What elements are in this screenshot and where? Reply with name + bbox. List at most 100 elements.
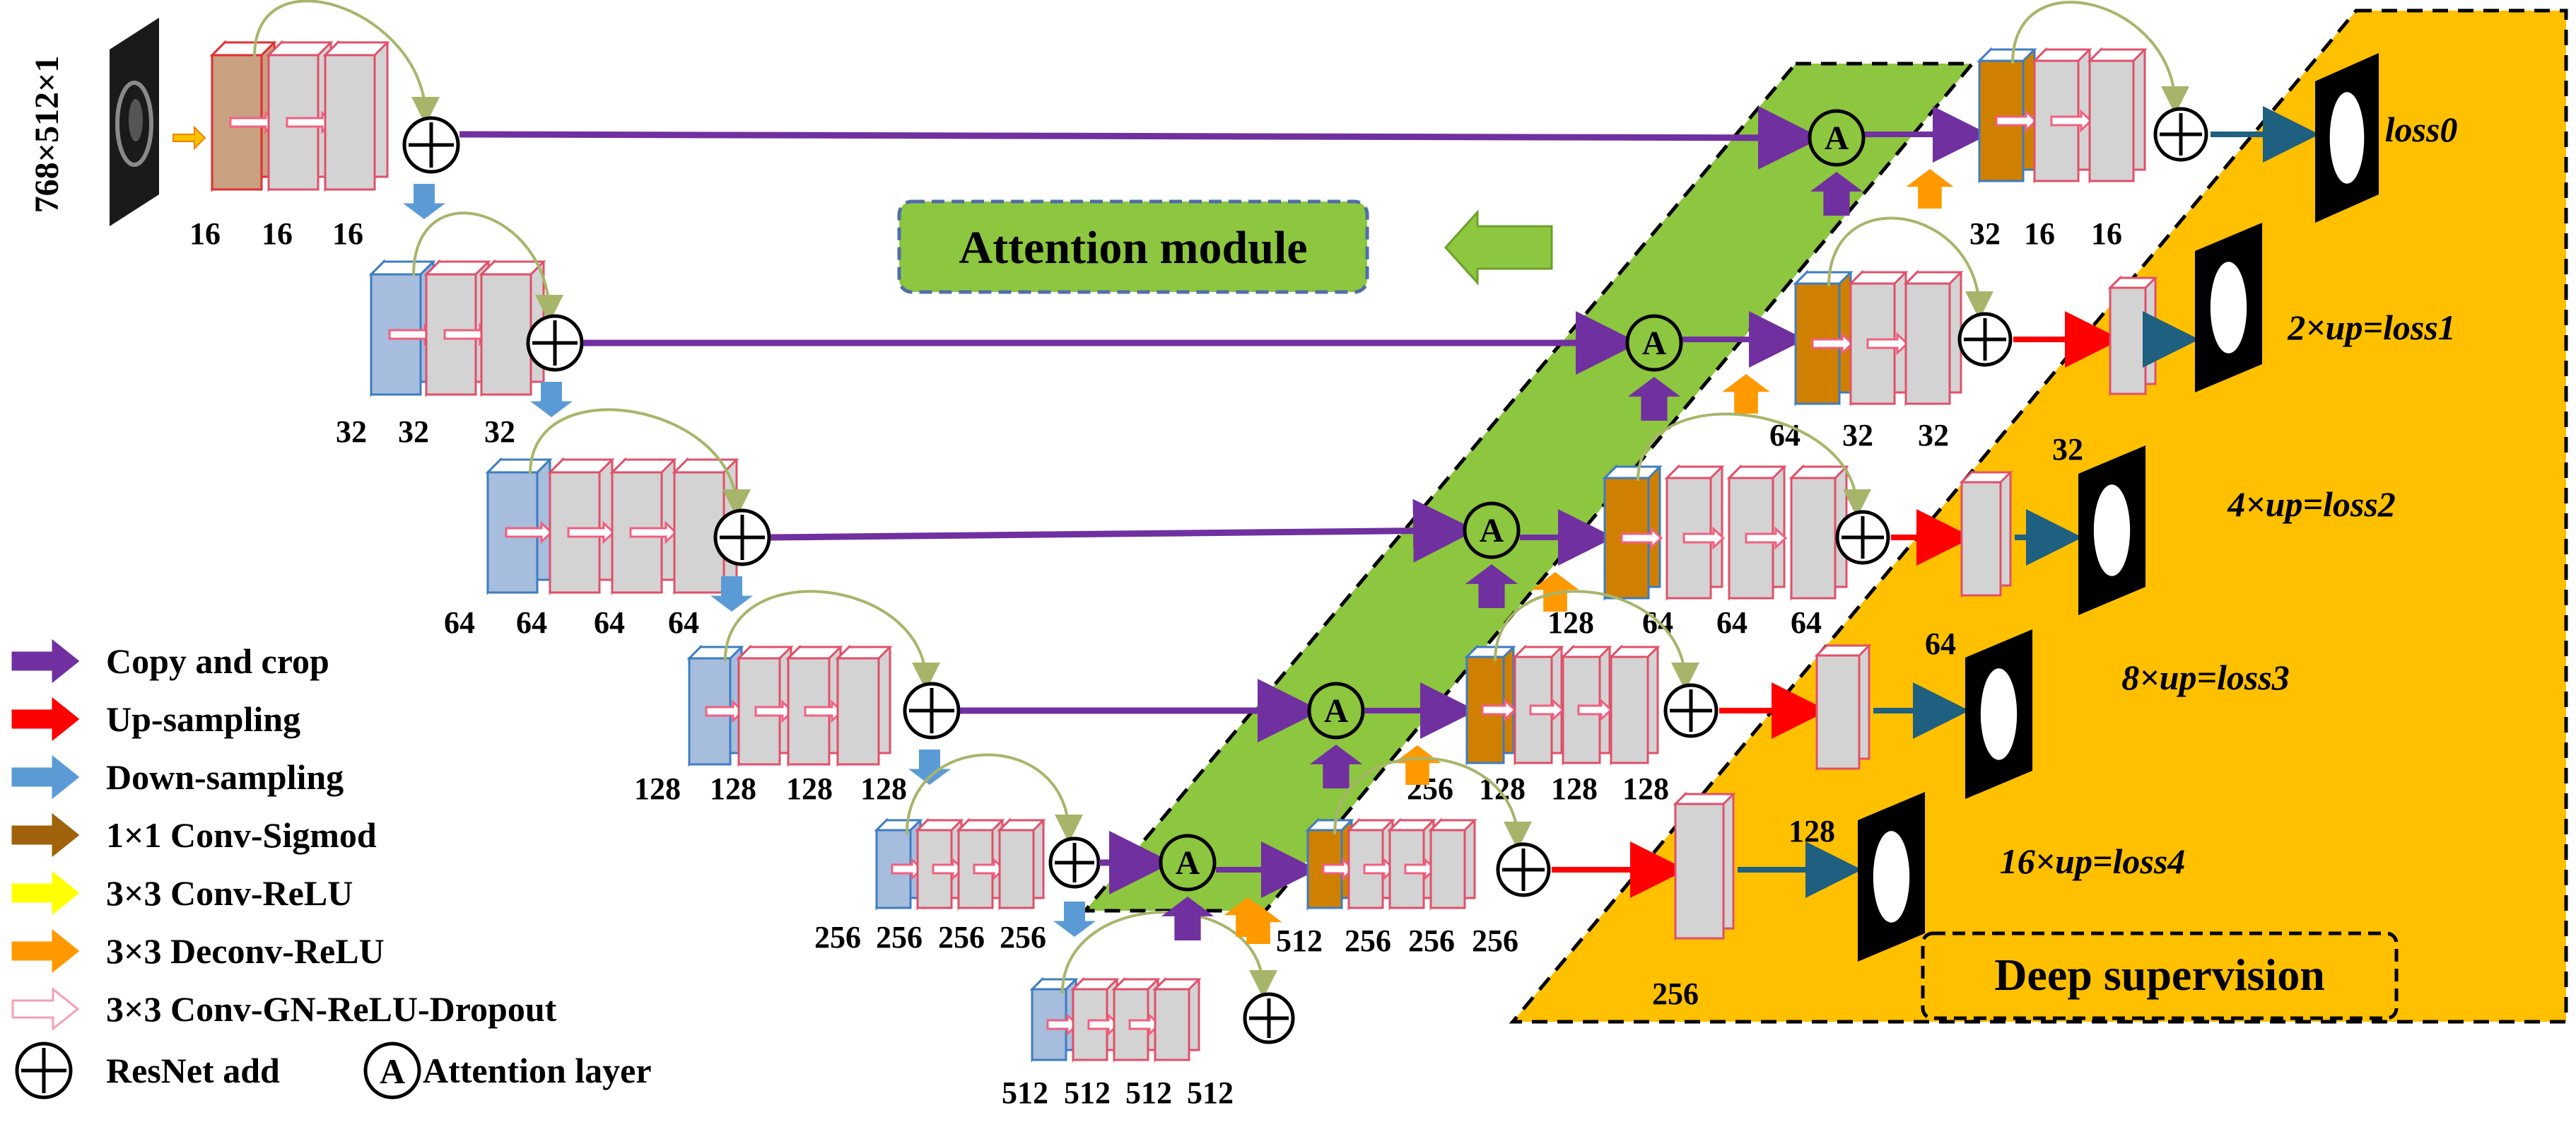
decoder-1-conv-arrow-0	[1811, 332, 1854, 356]
encoder-4-channel-label: 256	[814, 920, 861, 955]
decoder-3-conv-arrow-2	[1577, 698, 1613, 722]
encoder-1-residual-arc	[412, 211, 563, 323]
encoder-4-channel-label: 256	[876, 920, 923, 955]
encoder-2-resnet-add	[713, 508, 771, 566]
attention-symbol: A	[1324, 693, 1348, 730]
decoder-0-channel-label: 32	[1969, 216, 2001, 251]
legend-label: Down-sampling	[106, 757, 344, 797]
attention-symbol: A	[1642, 325, 1666, 362]
decoder-3-residual-arc	[1494, 590, 1699, 691]
supervision-1-mask	[2195, 223, 2262, 392]
supervision-2-feature-block	[1959, 470, 2013, 598]
attention-gate-0-up-arrow	[1810, 172, 1863, 216]
legend-item: Up-sampling	[11, 696, 300, 742]
legend-item: 3×3 Deconv-ReLU	[11, 928, 385, 974]
encoder-3-channel-label: 128	[634, 771, 681, 806]
encoder-5-channel-label: 512	[1002, 1075, 1048, 1110]
legend-label: 3×3 Conv-GN-ReLU-Dropout	[106, 989, 557, 1029]
decoder-3-block-0	[1464, 644, 1516, 766]
encoder-3-block-0	[686, 644, 744, 767]
decoder-0-conv-arrow-1	[2050, 109, 2093, 133]
diagram-dynamic-layer: 16 16 16 32 32 32 64 64 64 64 128 128 128 128 256 256 25…	[11, 0, 2458, 1110]
decoder-3-conv-arrow-0	[1481, 698, 1517, 722]
legend-label: 3×3 Conv-ReLU	[106, 873, 353, 913]
attention-symbol: A	[1825, 120, 1849, 157]
encoder-1-block-0	[368, 259, 436, 397]
encoder-0-downsample-arrow	[403, 184, 445, 219]
decoder-0-resnet-add	[2153, 107, 2208, 162]
attention-symbol: A	[1176, 845, 1200, 882]
encoder-0-channel-label: 16	[189, 216, 221, 251]
encoder-2-block-1	[547, 457, 615, 595]
attention-gate-0: A	[1808, 109, 1866, 167]
encoder-1-channel-label: 32	[336, 414, 367, 449]
legend-arrow-icon	[11, 812, 80, 858]
decoder-1-block-2	[1903, 269, 1964, 407]
encoder-2-downsample-arrow	[710, 576, 753, 612]
legend-label: 1×1 Conv-Sigmod	[106, 815, 377, 855]
supervision-3-mask	[1965, 629, 2032, 799]
supervision-2-channel-label: 64	[1925, 626, 1956, 661]
encoder-5-resnet-add	[1243, 992, 1295, 1044]
encoder-0-resnet-add	[402, 116, 460, 174]
encoder-2-conv-arrow-1	[567, 520, 616, 544]
decoder-4-channel-label: 256	[1345, 923, 1391, 958]
decoder-4-block-3	[1428, 817, 1477, 911]
encoder-4-residual-arc	[905, 753, 1083, 843]
encoder-3-residual-arc	[723, 590, 940, 691]
decoder-4-channel-label: 512	[1276, 923, 1323, 958]
encoder-5-channel-label: 512	[1125, 1075, 1172, 1110]
attention-gate-4: A	[1159, 834, 1217, 892]
decoder-2-deconv-arrow	[1531, 572, 1579, 612]
legend-label: ResNet add	[106, 1051, 280, 1090]
input-image: 768×512×1	[28, 18, 159, 226]
encoder-2-conv-arrow-0	[505, 520, 554, 544]
copy-crop-line-0	[459, 105, 1822, 170]
encoder-4-downsample-arrow	[1053, 902, 1096, 937]
decoder-3-channel-label: 128	[1622, 771, 1669, 806]
copy-crop-line-2	[770, 498, 1477, 563]
decoder-0-conv-arrow-0	[1995, 109, 2038, 133]
legend-item: ResNet add	[15, 1042, 280, 1100]
encoder-2-channel-label: 64	[516, 605, 547, 640]
legend-item: 3×3 Conv-GN-ReLU-Dropout	[11, 986, 557, 1032]
encoder-0-channel-label: 16	[332, 216, 363, 251]
supervision-3-loss-label: 8×up=loss3	[2121, 658, 2290, 697]
decoder-2-conv-arrow-0	[1620, 526, 1663, 550]
legend-label: Copy and crop	[106, 641, 329, 681]
encoder-2-residual-arc	[529, 408, 751, 518]
decoder-0-block-2	[2087, 47, 2148, 184]
encoder-4-channel-label: 256	[938, 920, 985, 955]
legend-arrow-icon	[11, 754, 80, 800]
encoder-2-channel-label: 64	[444, 605, 475, 640]
supervision-1-loss-label: 2×up=loss1	[2287, 308, 2456, 347]
encoder-0-channel-label: 16	[262, 216, 293, 251]
legend-item: Down-sampling	[11, 754, 344, 800]
encoder-0-residual-arc	[253, 0, 440, 125]
legend-arrow-icon	[11, 696, 80, 742]
attention-gate-2: A	[1463, 501, 1521, 559]
deep-supervision-label: Deep supervision	[1994, 950, 2325, 1000]
decoder-4-resnet-add	[1496, 842, 1551, 897]
attention-gate-3: A	[1307, 682, 1365, 740]
decoder-1-resnet-add	[1957, 312, 2013, 367]
attention-module-label: Attention module	[959, 222, 1307, 274]
input-conv-arrow	[172, 125, 206, 151]
supervision-0-loss-label: loss0	[2385, 110, 2458, 149]
supervision-4-channel-label: 256	[1652, 976, 1699, 1011]
encoder-5-residual-arc	[1060, 911, 1277, 998]
decoder-2-block-3	[1788, 464, 1849, 601]
encoder-1-downsample-arrow	[530, 382, 573, 417]
encoder-2-channel-label: 64	[594, 605, 625, 640]
encoder-4-channel-label: 256	[1000, 920, 1046, 955]
decoder-4-residual-arc	[1333, 757, 1532, 850]
decoder-0-channel-label: 16	[2024, 216, 2055, 251]
encoder-3-channel-label: 128	[710, 771, 756, 806]
supervision-3-channel-label: 128	[1788, 814, 1835, 849]
encoder-1-channel-label: 32	[484, 414, 515, 449]
supervision-2-mask	[2078, 445, 2145, 615]
attention-symbol: A	[380, 1051, 405, 1091]
decoder-2-block-2	[1726, 464, 1787, 601]
